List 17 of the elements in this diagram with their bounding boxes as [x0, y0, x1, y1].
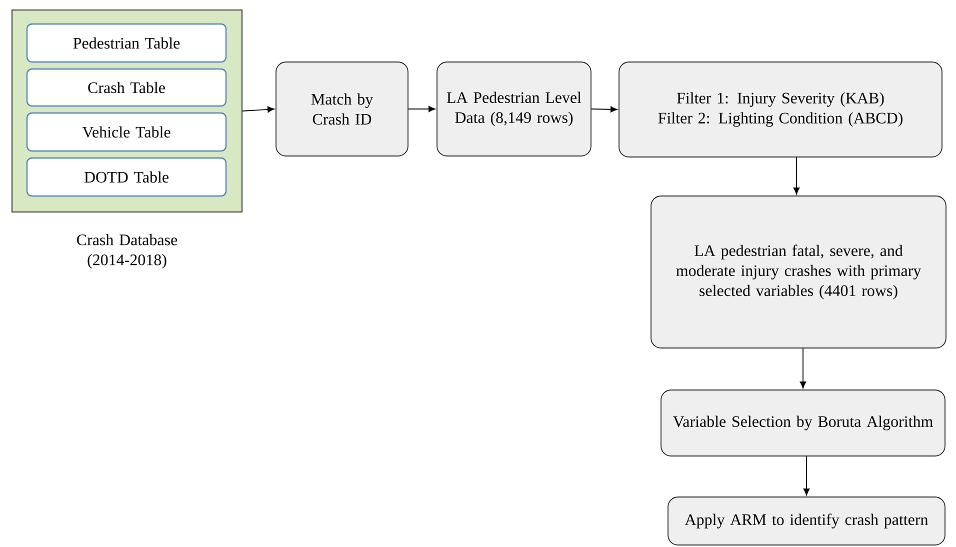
- process-box: Filter 1: Injury Severity (KAB) Filter 2: Lighting Condition (ABCD): [618, 62, 942, 158]
- process-box: LA pedestrian fatal, severe, and moderate injury crashes with primary selected variables (4401 rows): [650, 196, 946, 348]
- table-box: Pedestrian Table: [26, 23, 227, 63]
- arrow: [242, 106, 274, 113]
- arrow: [408, 106, 436, 112]
- arrow: [800, 348, 806, 388]
- process-box: Variable Selection by Boruta Algorithm: [660, 390, 946, 456]
- arrow: [793, 157, 800, 194]
- table-box: Vehicle Table: [26, 112, 227, 152]
- table-box: Crash Table: [26, 68, 227, 107]
- process-box: LA Pedestrian Level Data (8,149 rows): [436, 62, 592, 156]
- arrow: [803, 456, 810, 496]
- node-label: Crash Database (2014-2018): [77, 234, 178, 269]
- table-box: DOTD Table: [26, 157, 227, 197]
- arrow: [591, 106, 618, 112]
- process-box: Apply ARM to identify crash pattern: [668, 496, 946, 546]
- process-box: Match by Crash ID: [276, 62, 408, 156]
